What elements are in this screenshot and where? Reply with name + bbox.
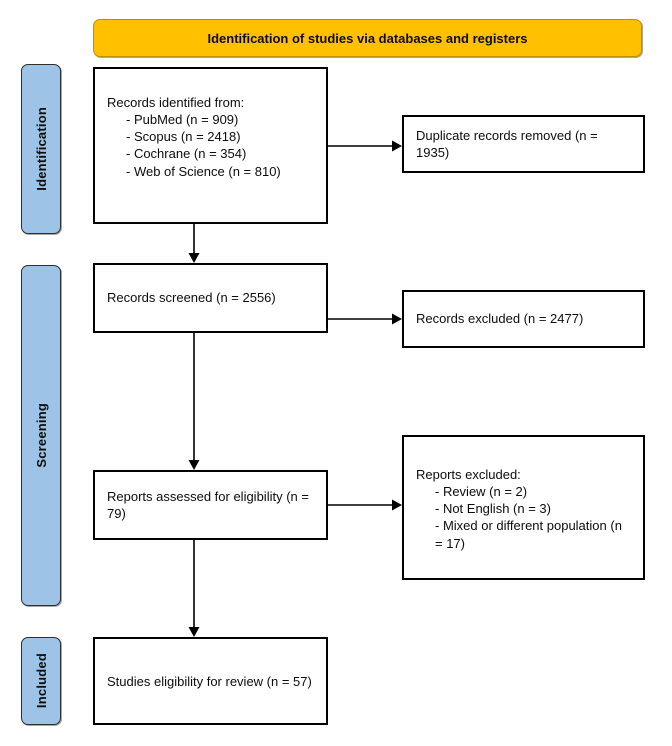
records-identified-item-cochrane: - Cochrane (n = 354) — [126, 146, 247, 162]
records-screened-text: Records screened (n = 2556) — [107, 290, 276, 306]
stage-identification: Identification — [21, 64, 61, 234]
reports-excluded-item-mixed-population: - Mixed or different population (n = 17) — [435, 518, 626, 551]
stage-screening-label: Screening — [33, 403, 49, 468]
box-reports-assessed: Reports assessed for eligibility (n = 79… — [93, 470, 328, 540]
box-studies-included: Studies eligibility for review (n = 57) — [93, 637, 328, 725]
arrow-identified-to-duplicates — [328, 138, 404, 154]
reports-excluded-item-not-english: - Not English (n = 3) — [435, 501, 551, 517]
arrow-screened-to-assessed — [186, 331, 202, 472]
diagram-title: Identification of studies via databases … — [207, 30, 528, 46]
arrow-screened-to-excluded — [328, 311, 404, 327]
arrow-assessed-to-included — [186, 538, 202, 639]
box-reports-excluded: Reports excluded: - Review (n = 2) - Not… — [402, 435, 645, 580]
box-records-identified: Records identified from: - PubMed (n = 9… — [93, 67, 328, 224]
records-identified-heading: Records identified from: — [107, 95, 245, 110]
reports-excluded-heading: Reports excluded: — [416, 467, 521, 482]
box-records-excluded: Records excluded (n = 2477) — [402, 290, 645, 348]
records-identified-item-pubmed: - PubMed (n = 909) — [126, 112, 239, 128]
reports-assessed-text: Reports assessed for eligibility (n = 79… — [107, 488, 313, 521]
reports-excluded-item-review: - Review (n = 2) — [435, 484, 528, 500]
stage-identification-label: Identification — [33, 107, 49, 191]
duplicate-records-removed-text: Duplicate records removed (n = 1935) — [416, 127, 602, 160]
stage-screening: Screening — [21, 265, 61, 606]
records-identified-item-scopus: - Scopus (n = 2418) — [126, 129, 241, 145]
diagram-title-banner: Identification of studies via databases … — [93, 19, 642, 57]
stage-included-label: Included — [33, 653, 49, 709]
stage-included: Included — [21, 637, 61, 725]
arrow-identified-to-screened — [186, 222, 202, 265]
records-excluded-text: Records excluded (n = 2477) — [416, 311, 584, 327]
records-identified-item-web-of-science: - Web of Science (n = 810) — [126, 163, 281, 179]
box-duplicate-records-removed: Duplicate records removed (n = 1935) — [402, 115, 645, 173]
box-records-screened: Records screened (n = 2556) — [93, 263, 328, 333]
studies-included-text: Studies eligibility for review (n = 57) — [107, 674, 312, 690]
arrow-assessed-to-reports-excluded — [328, 497, 404, 513]
